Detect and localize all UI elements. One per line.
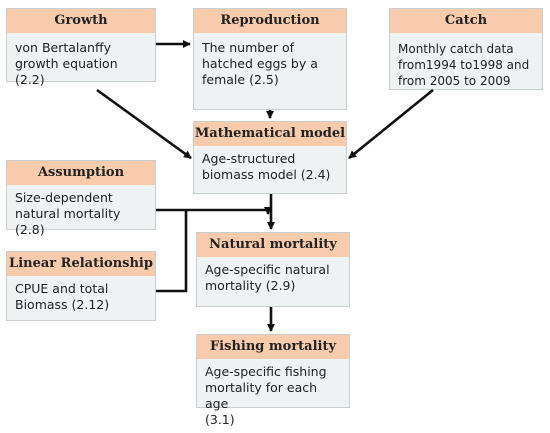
arrow-catch-to-model	[348, 88, 434, 160]
connector-arrows	[96, 40, 434, 332]
node-growth-title: Growth	[7, 9, 155, 33]
node-assumption: Assumption Size-dependent natural mortal…	[6, 160, 156, 237]
node-growth: Growth von Bertalanffy growth equation (…	[6, 8, 156, 87]
node-fishing-mortality-title: Fishing mortality	[197, 335, 349, 359]
node-natural-mortality-title: Natural mortality	[197, 233, 349, 257]
node-fishing-mortality-text: Age-specific fishing mortality for each …	[205, 364, 327, 427]
node-mathematical-model-text: Age-structured biomass model (2.4)	[202, 151, 331, 182]
node-fishing-mortality: Fishing mortality Age-specific fishing m…	[196, 334, 350, 427]
node-linear-relationship-text: CPUE and total Biomass (2.12)	[15, 281, 110, 312]
arrow-assumption-to-natural	[156, 207, 272, 215]
arrow-growth-to-model	[96, 88, 192, 160]
node-natural-mortality: Natural mortality Age-specific natural m…	[196, 232, 350, 307]
node-reproduction-title: Reproduction	[194, 9, 346, 33]
node-reproduction: Reproduction The number of hatched eggs …	[193, 8, 347, 110]
node-catch-title: Catch	[390, 9, 542, 33]
node-growth-text: von Bertalanffy growth equation (2.2)	[15, 40, 118, 87]
node-mathematical-model-title: Mathematical model	[194, 122, 346, 146]
node-assumption-title: Assumption	[7, 161, 155, 185]
node-linear-relationship-title: Linear Relationship	[7, 252, 155, 276]
node-catch: Catch Monthly catch data from1994 to1998…	[389, 8, 543, 90]
node-mathematical-model: Mathematical model Age-structured biomas…	[193, 121, 347, 194]
node-linear-relationship: Linear Relationship CPUE and total Bioma…	[6, 251, 156, 321]
node-reproduction-text: The number of hatched eggs by a female (…	[202, 40, 318, 87]
node-catch-text: Monthly catch data from1994 to1998 and f…	[398, 42, 530, 88]
node-natural-mortality-text: Age-specific natural mortality (2.9)	[205, 262, 330, 293]
connector-linear-to-natural	[156, 210, 188, 293]
node-assumption-text: Size-dependent natural mortality (2.8)	[15, 190, 121, 237]
